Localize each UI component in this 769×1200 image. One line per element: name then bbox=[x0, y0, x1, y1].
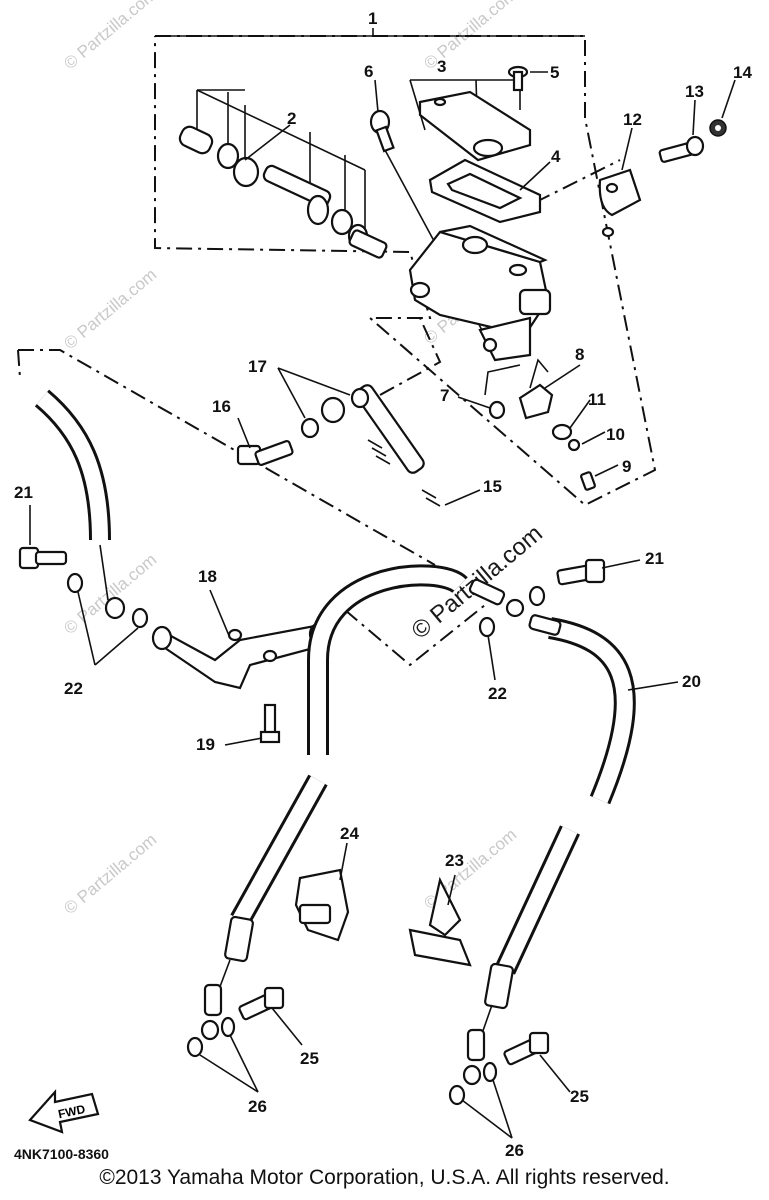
callout-24: 24 bbox=[340, 824, 359, 843]
callout-10: 10 bbox=[606, 425, 625, 444]
callout-2: 2 bbox=[287, 109, 296, 128]
leader-lines bbox=[29, 71, 736, 1139]
callout-21: 21 bbox=[14, 483, 33, 502]
callout-7: 7 bbox=[440, 386, 449, 405]
bolt-21-left bbox=[18, 546, 68, 570]
callout-22: 22 bbox=[488, 684, 507, 703]
callout-12: 12 bbox=[623, 110, 642, 129]
clamp-23 bbox=[408, 876, 472, 967]
diaphragm bbox=[428, 158, 542, 224]
callout-25: 25 bbox=[570, 1087, 589, 1106]
union-bolt-16 bbox=[236, 440, 294, 466]
small-parts-9-11 bbox=[551, 423, 596, 491]
callout-6: 6 bbox=[364, 62, 373, 81]
bolt-25-right bbox=[503, 1031, 550, 1066]
callout-19: 19 bbox=[196, 735, 215, 754]
copyright-notice: ©2013 Yamaha Motor Corporation, U.S.A. A… bbox=[99, 1166, 670, 1189]
master-cylinder-body bbox=[408, 224, 552, 362]
callout-8: 8 bbox=[575, 345, 584, 364]
diagram-code: 4NK7100-8360 bbox=[14, 1146, 109, 1162]
callout-22: 22 bbox=[64, 679, 83, 698]
callout-11: 11 bbox=[588, 390, 606, 409]
reservoir-cap bbox=[409, 79, 532, 162]
assembly-boundary bbox=[154, 28, 657, 507]
bolt-19 bbox=[259, 703, 281, 744]
callout-14: 14 bbox=[733, 63, 752, 82]
nut-14 bbox=[709, 119, 727, 137]
bolt-25-left bbox=[238, 986, 285, 1021]
hose-fitting-15 bbox=[320, 384, 441, 507]
fwd-arrow: FWD bbox=[28, 1089, 100, 1134]
callout-26: 26 bbox=[505, 1141, 524, 1160]
bolt-13 bbox=[658, 135, 705, 163]
callouts: 1 2 3 4 5 6 7 8 9 10 11 12 13 14 15 16 1… bbox=[14, 9, 752, 1160]
piston-kit bbox=[178, 89, 388, 259]
callout-25: 25 bbox=[300, 1049, 319, 1068]
callout-18: 18 bbox=[198, 567, 217, 586]
callout-21: 21 bbox=[645, 549, 664, 568]
callout-26: 26 bbox=[248, 1097, 267, 1116]
washers-17 bbox=[277, 367, 370, 439]
clamp-24 bbox=[294, 868, 350, 942]
callout-17: 17 bbox=[248, 357, 267, 376]
fwd-label: FWD bbox=[57, 1102, 87, 1121]
washers-22 bbox=[66, 572, 546, 666]
callout-1: 1 bbox=[368, 9, 377, 28]
watermark: © Partzilla.com bbox=[60, 830, 160, 918]
callout-20: 20 bbox=[682, 672, 701, 691]
brake-hose-left bbox=[34, 389, 126, 620]
brake-hose-20 bbox=[307, 564, 636, 805]
bolt-21-right bbox=[556, 558, 606, 586]
callout-13: 13 bbox=[685, 82, 704, 101]
callout-23: 23 bbox=[445, 851, 464, 870]
lower-hose-left bbox=[186, 774, 328, 1058]
watermark: © Partzilla.com bbox=[60, 265, 160, 353]
callout-16: 16 bbox=[212, 397, 231, 416]
three-way-joint bbox=[151, 622, 328, 690]
lower-hose-right bbox=[448, 825, 580, 1106]
brake-switch bbox=[518, 358, 554, 420]
callout-3: 3 bbox=[437, 57, 446, 76]
screw-5 bbox=[507, 65, 529, 92]
callout-9: 9 bbox=[622, 457, 631, 476]
nut-7 bbox=[484, 364, 521, 420]
holder-12 bbox=[598, 168, 642, 238]
callout-4: 4 bbox=[551, 147, 561, 166]
watermark: © Partzilla.com bbox=[60, 0, 160, 73]
callout-15: 15 bbox=[483, 477, 502, 496]
callout-5: 5 bbox=[550, 63, 559, 82]
